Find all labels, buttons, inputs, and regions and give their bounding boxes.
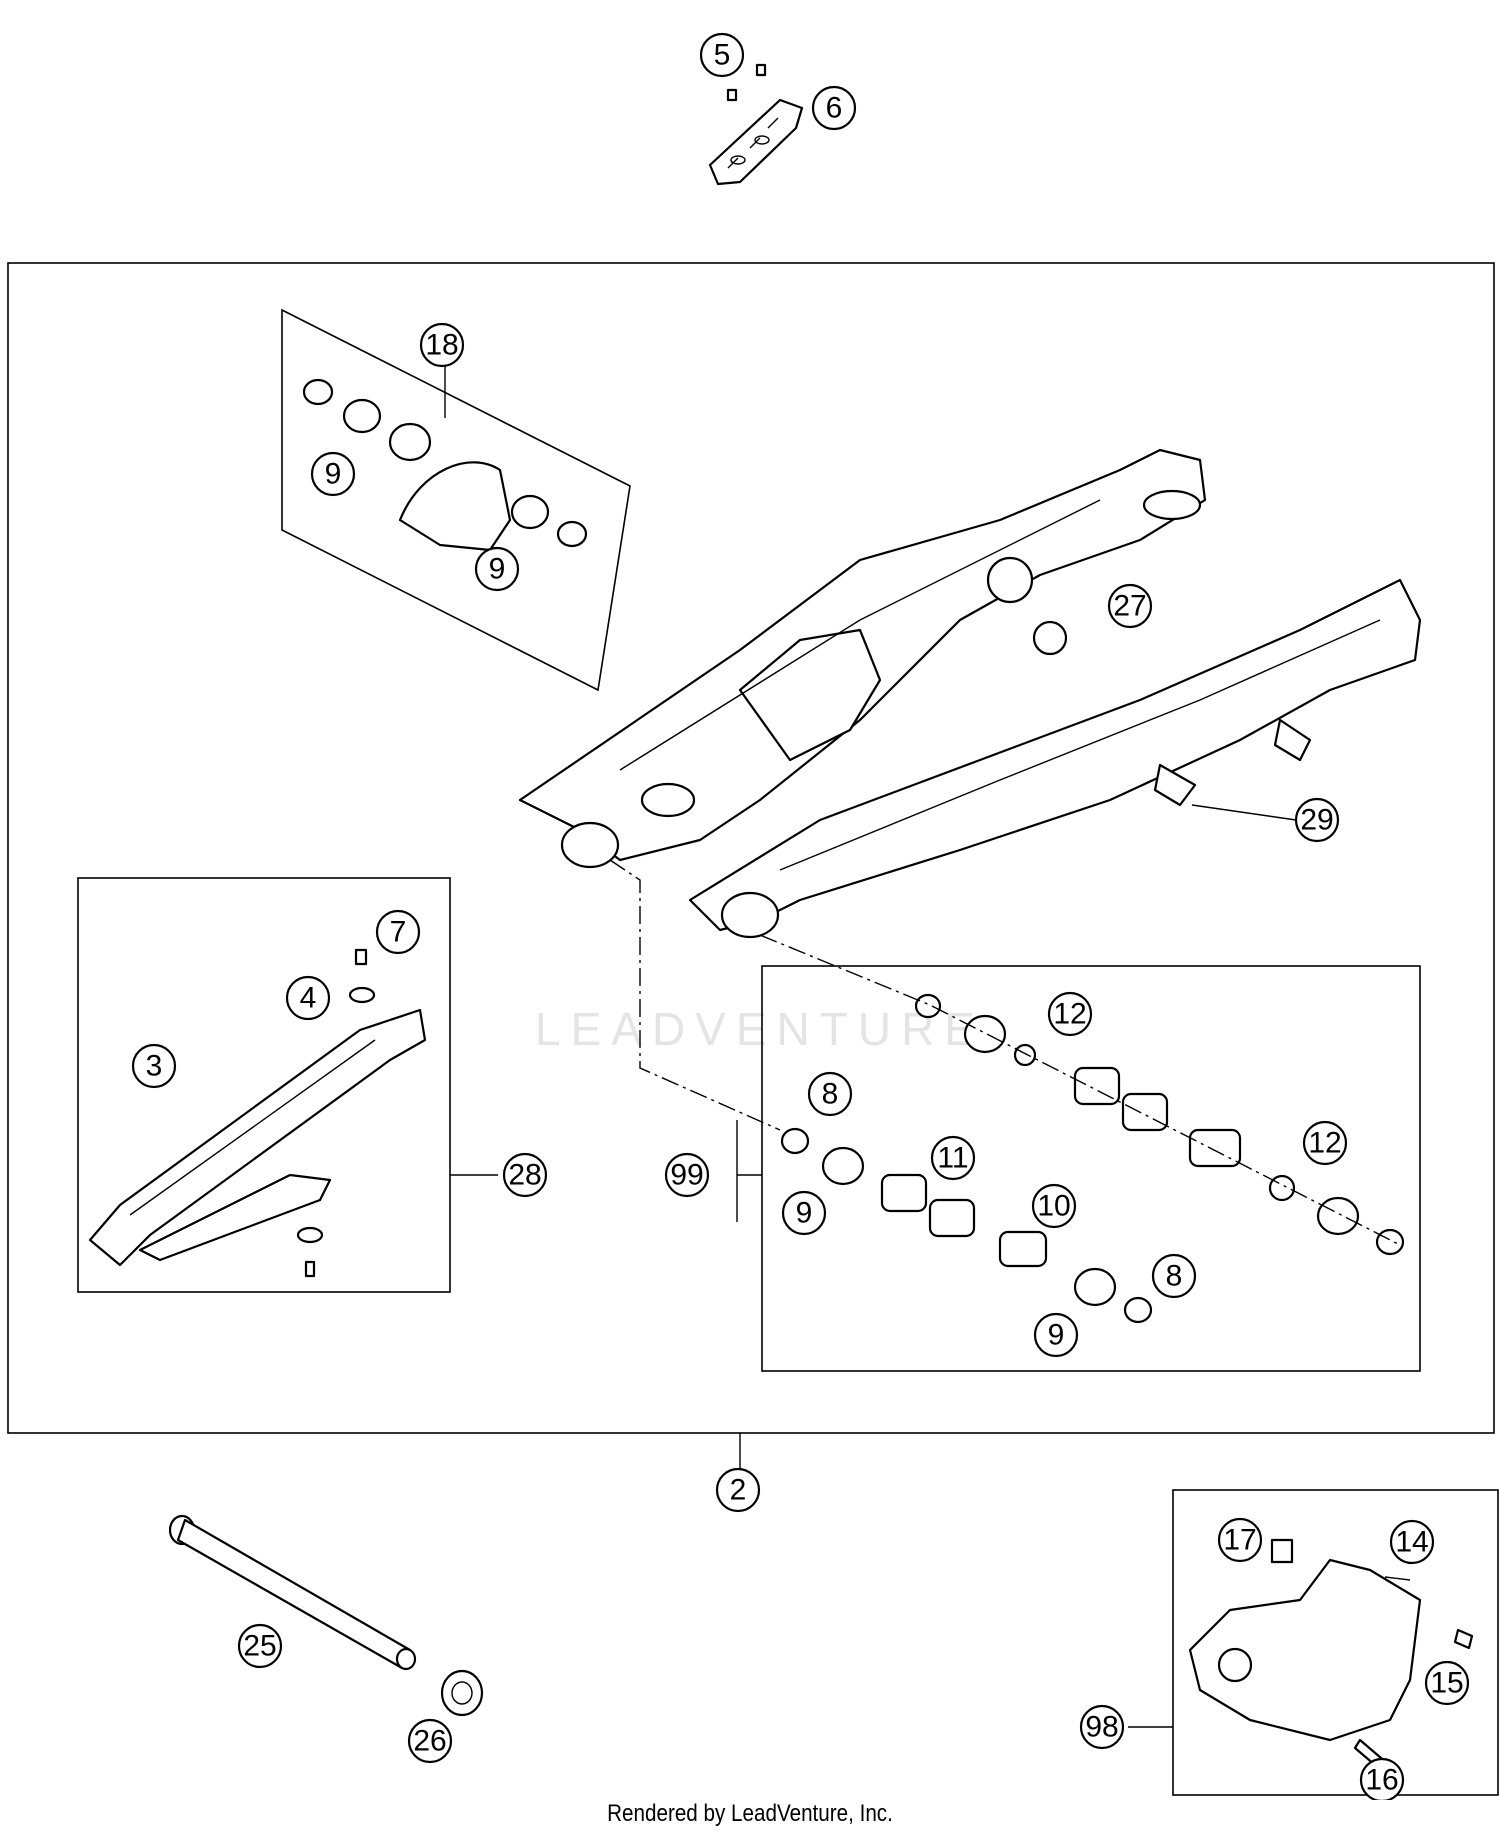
callout-8: 8 <box>1151 1253 1197 1299</box>
callout-26: 26 <box>407 1718 453 1764</box>
swingarm-body <box>518 448 1422 939</box>
svg-text:3: 3 <box>146 1050 163 1083</box>
svg-text:10: 10 <box>1037 1190 1070 1223</box>
callout-12: 12 <box>1302 1120 1348 1166</box>
callout-11: 11 <box>930 1135 976 1181</box>
callout-17: 17 <box>1217 1517 1263 1563</box>
svg-text:26: 26 <box>413 1725 446 1758</box>
callout-15: 15 <box>1424 1660 1470 1706</box>
svg-text:29: 29 <box>1300 804 1333 837</box>
callout-8: 8 <box>807 1071 853 1117</box>
svg-text:8: 8 <box>1166 1260 1183 1293</box>
svg-text:4: 4 <box>300 982 317 1015</box>
callout-27: 27 <box>1107 583 1153 629</box>
svg-text:16: 16 <box>1365 1764 1398 1797</box>
swingarm-assembly-box <box>7 262 1495 1434</box>
callout-12: 12 <box>1047 991 1093 1037</box>
svg-text:9: 9 <box>796 1197 813 1230</box>
callout-2: 2 <box>715 1467 761 1513</box>
callout-6: 6 <box>811 85 857 131</box>
pivot-axle <box>168 1514 417 1671</box>
svg-text:18: 18 <box>425 329 458 362</box>
svg-text:25: 25 <box>243 1630 276 1663</box>
svg-text:6: 6 <box>826 92 843 125</box>
svg-text:9: 9 <box>489 553 506 586</box>
callout-14: 14 <box>1389 1519 1435 1565</box>
chain-guide-box-98 <box>1172 1489 1499 1796</box>
callout-9: 9 <box>1033 1312 1079 1358</box>
pivot-bearings <box>780 993 1405 1324</box>
footer-credit: Rendered by LeadVenture, Inc. <box>607 1800 893 1827</box>
callout-4: 4 <box>285 975 331 1021</box>
svg-text:2: 2 <box>730 1474 747 1507</box>
callout-25: 25 <box>237 1623 283 1669</box>
callout-98: 98 <box>1079 1704 1125 1750</box>
callout-9: 9 <box>474 546 520 592</box>
callout-99: 99 <box>664 1152 710 1198</box>
callout-28: 28 <box>502 1152 548 1198</box>
callout-3: 3 <box>131 1043 177 1089</box>
pivot-bearings-box <box>761 965 1421 1372</box>
callout-16: 16 <box>1359 1757 1405 1800</box>
svg-text:12: 12 <box>1053 998 1086 1031</box>
chain-guide-box <box>281 308 631 692</box>
callout-10: 10 <box>1031 1183 1077 1229</box>
callout-9: 9 <box>781 1190 827 1236</box>
callout-9: 9 <box>310 451 356 497</box>
callout-18: 18 <box>419 322 465 368</box>
chain-slider-part <box>708 63 804 186</box>
callout-7: 7 <box>375 909 421 955</box>
svg-text:14: 14 <box>1395 1526 1428 1559</box>
chain-guide-bearings <box>302 378 588 552</box>
svg-text:11: 11 <box>937 1142 968 1175</box>
svg-text:9: 9 <box>325 458 342 491</box>
watermark: LEADVENTURE <box>535 1003 985 1055</box>
svg-text:12: 12 <box>1308 1127 1341 1160</box>
svg-text:15: 15 <box>1430 1667 1463 1700</box>
chain-slider-long <box>88 948 427 1278</box>
callout-29: 29 <box>1294 797 1340 843</box>
svg-text:8: 8 <box>822 1078 839 1111</box>
svg-text:9: 9 <box>1048 1319 1065 1352</box>
svg-text:28: 28 <box>508 1159 541 1192</box>
chain-guide-part <box>1188 1538 1474 1779</box>
svg-text:98: 98 <box>1085 1711 1118 1744</box>
svg-text:5: 5 <box>714 39 731 72</box>
svg-text:17: 17 <box>1223 1524 1256 1557</box>
svg-text:99: 99 <box>670 1159 703 1192</box>
svg-text:7: 7 <box>390 916 407 949</box>
pivot-nut <box>440 1669 484 1717</box>
chain-slider-box <box>77 877 451 1293</box>
callout-5: 5 <box>699 32 745 78</box>
svg-text:27: 27 <box>1113 590 1146 623</box>
